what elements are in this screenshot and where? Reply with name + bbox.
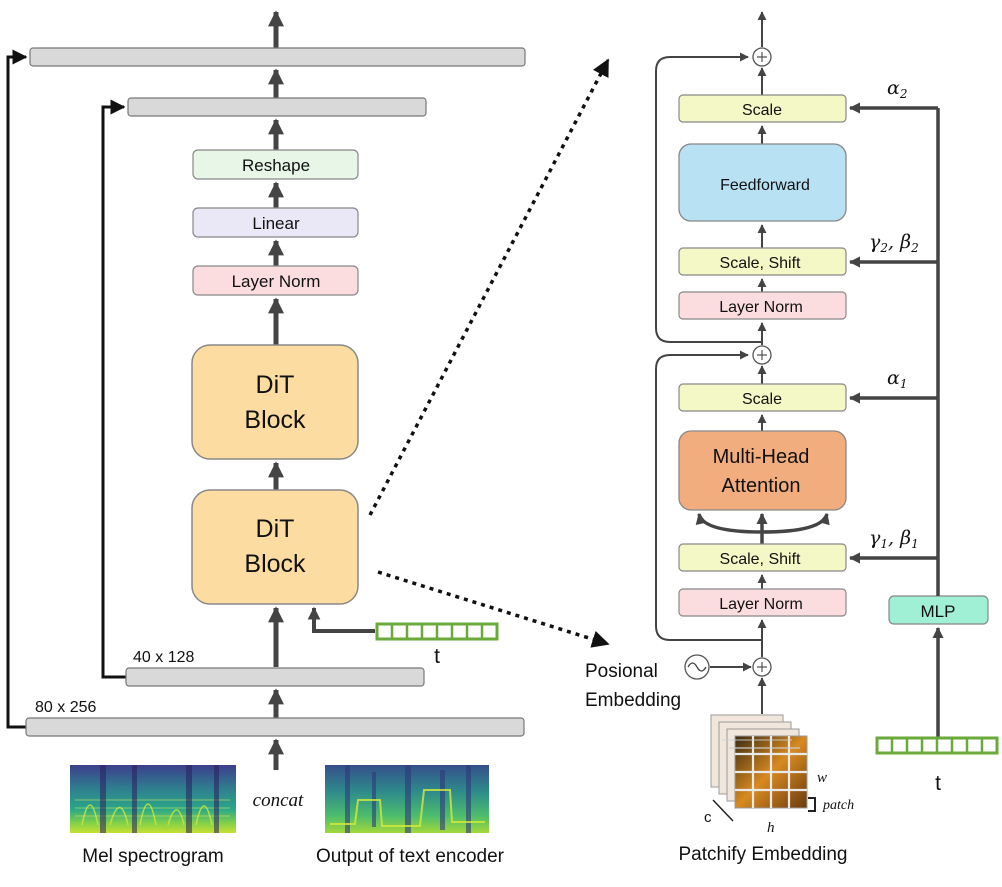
feedforward-box: [678, 143, 847, 222]
dim-40x128: 40 x 128: [133, 649, 194, 666]
residual-loop-top: [655, 52, 762, 343]
layer-norm-box-bottom: [678, 588, 847, 617]
zoom-line-bottom: [377, 570, 610, 648]
scale-shift-box-top: [678, 247, 847, 276]
mha-line2: Attention: [722, 475, 801, 497]
text-encoder-output-image: [325, 765, 489, 833]
width-label: w: [817, 770, 827, 786]
dit-block-bottom-line1: DiT: [256, 515, 295, 543]
input-gray-bar: [25, 717, 525, 737]
residual-loop-bottom: [655, 350, 762, 641]
dit-block-detail: Scale Feedforward Scale, Shift Layer Nor…: [585, 11, 999, 865]
gamma2-beta2-label: γ2, β2: [869, 231, 919, 255]
patch-label: patch: [822, 798, 854, 813]
scale-shift-label-bottom: Scale, Shift: [720, 551, 801, 568]
gamma1-beta1-label: γ1, β1: [869, 527, 919, 551]
skip-connection-40x128: [101, 99, 126, 679]
attention-key-arrow: [695, 512, 763, 534]
scale-label-top: Scale: [742, 102, 782, 119]
scale-box-top: [678, 94, 847, 123]
downsample-gray-bar: [125, 667, 425, 687]
upsample-gray-bar: [127, 97, 427, 117]
t-feed-arrow: [307, 606, 375, 633]
dit-block-top-line1: DiT: [256, 371, 295, 399]
mha-line1: Multi-Head: [713, 446, 810, 468]
t-vector-left: [375, 622, 499, 641]
linear-box: [192, 207, 359, 238]
scale-box-bottom: [678, 383, 847, 412]
positional-embedding-line2: Embedding: [585, 690, 681, 711]
t-vector-right: [875, 736, 999, 755]
dit-block-bottom-line2: Block: [244, 550, 306, 578]
scale-shift-box-bottom: [678, 543, 847, 572]
patchify-image-stack: [710, 714, 816, 822]
patchify-embedding-label: Patchify Embedding: [679, 844, 848, 865]
alpha1-label: α1: [887, 367, 907, 391]
patch-bracket: [808, 797, 816, 812]
layer-norm-label-top: Layer Norm: [719, 299, 803, 316]
linear-label: Linear: [252, 214, 300, 233]
channel-bracket: [712, 799, 734, 822]
multi-head-attention-box: [678, 430, 847, 511]
output-gray-bar: [29, 47, 526, 67]
layer-norm-label-bottom: Layer Norm: [719, 596, 803, 613]
left-overview: Reshape Linear Layer Norm DiT Block DiT …: [6, 10, 526, 867]
dit-block-top-line2: Block: [244, 406, 306, 434]
reshape-box: [192, 149, 359, 180]
mel-spectrogram-label: Mel spectrogram: [82, 846, 224, 867]
concat-label: concat: [253, 790, 304, 811]
layer-norm-box: [192, 265, 359, 296]
skip-connection-80x256: [6, 49, 28, 729]
layer-norm-box-top: [678, 291, 847, 320]
attention-value-arrow: [761, 512, 830, 534]
positional-embedding-line1: Posional: [585, 661, 658, 682]
channel-label: c: [704, 809, 712, 826]
scale-label-bottom: Scale: [742, 391, 782, 408]
alpha2-label: α2: [887, 77, 907, 101]
t-label-left: t: [434, 645, 440, 668]
dit-block-top: [191, 344, 359, 460]
height-label: h: [767, 820, 775, 836]
mlp-label: MLP: [921, 602, 956, 621]
mel-spectrogram-image: [70, 765, 236, 833]
t-label-right: t: [935, 772, 941, 795]
layer-norm-label: Layer Norm: [232, 272, 321, 291]
text-encoder-label: Output of text encoder: [316, 846, 505, 867]
feedforward-label: Feedforward: [720, 177, 810, 194]
reshape-label: Reshape: [242, 156, 310, 175]
dit-block-bottom: [191, 489, 359, 605]
dim-80x256: 80 x 256: [35, 699, 96, 716]
scale-shift-label-top: Scale, Shift: [720, 255, 801, 272]
zoom-line-top: [368, 58, 610, 516]
